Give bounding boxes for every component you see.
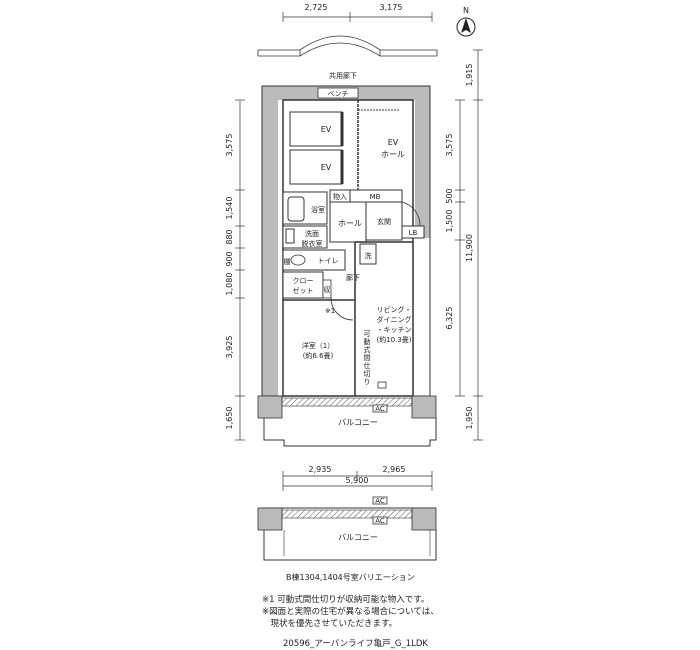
- right-inner-dimension-values: 3,575 500 1,500 6,325: [445, 134, 454, 330]
- note-line-1: ※1 可動式間仕切りが収納可能な物入です。: [262, 595, 430, 605]
- bottom-dim-total: 5,900: [346, 476, 369, 485]
- lb-label: LB: [409, 229, 418, 237]
- bench: [317, 87, 359, 99]
- elevator-1: [289, 111, 344, 147]
- toilet-icon: [290, 254, 306, 266]
- notes: ※1 可動式間仕切りが収納可能な物入です。 ※図面と実際の住宅が異なる場合につい…: [262, 594, 439, 630]
- svg-text:1,650: 1,650: [225, 407, 234, 430]
- note-mark: ※1: [325, 307, 335, 315]
- elevator-2-label: EV: [321, 163, 332, 172]
- variation-ac-top-label: AC: [375, 497, 385, 505]
- ev-hall-label-1: EV: [388, 138, 399, 147]
- bench-label: ベンチ: [328, 90, 349, 98]
- svg-text:1,540: 1,540: [225, 197, 234, 220]
- svg-text:880: 880: [225, 229, 234, 244]
- svg-text:切: 切: [364, 370, 371, 378]
- storage-label: 物入: [333, 192, 347, 201]
- left-dimension-values: 3,575 1,540 880 900 1,080 3,925 1,650: [225, 134, 234, 430]
- western-room-label-1: 洋室（1）: [302, 341, 334, 350]
- svg-text:動: 動: [364, 337, 371, 346]
- mb-label: MB: [370, 193, 381, 201]
- wash-label-1: 洗面: [305, 229, 319, 238]
- svg-text:3,575: 3,575: [445, 134, 454, 157]
- bottom-dim-1: 2,935: [309, 465, 332, 474]
- svg-text:間: 間: [364, 354, 371, 362]
- entrance-label: 玄関: [377, 217, 391, 226]
- wash-label-2: 脱衣室: [302, 239, 323, 248]
- svg-text:1,080: 1,080: [225, 273, 234, 296]
- north-compass-icon: N: [456, 6, 476, 37]
- svg-text:500: 500: [445, 188, 454, 203]
- variation-balcony-label: バルコニー: [338, 533, 378, 542]
- ldk-label-1: リビング・: [377, 305, 412, 314]
- movable-partition-label: 可 動 式 間 仕 切 り: [364, 330, 371, 386]
- right-outer-dimension-line: [473, 49, 483, 441]
- svg-text:可: 可: [364, 330, 371, 338]
- ldk-label-4: (約10.3畳): [376, 335, 411, 344]
- svg-text:1,915: 1,915: [465, 64, 474, 87]
- ldk-box: [401, 225, 425, 239]
- note-line-2: ※図面と実際の住宅が異なる場合については、: [262, 607, 439, 617]
- right-inner-dimension-line: [455, 99, 465, 397]
- note-line-3: 現状を優先させていただきます。: [262, 619, 398, 629]
- ac-label: AC: [375, 405, 385, 413]
- bath-label: 浴室: [311, 205, 325, 214]
- inner-corridor-label: 廊下: [346, 273, 360, 282]
- common-corridor-label: 共用廊下: [329, 71, 357, 80]
- outlet-icon: [377, 381, 387, 389]
- ldk-label-2: ダイニング: [377, 315, 412, 324]
- entrance-door-swing: [401, 201, 421, 227]
- bottom-dim-2: 2,965: [383, 465, 406, 474]
- svg-text:900: 900: [225, 251, 234, 266]
- entrance: [365, 201, 403, 241]
- svg-text:1,950: 1,950: [465, 407, 474, 430]
- balcony-label: バルコニー: [338, 418, 378, 427]
- left-dimension-line: [235, 99, 245, 441]
- elevator-2: [289, 149, 344, 185]
- ldk-label-3: ・キッチン: [377, 326, 412, 334]
- ac-unit-icon: [372, 404, 388, 413]
- toilet-label: トイレ: [318, 257, 339, 265]
- small-storage-label: 収: [324, 286, 331, 294]
- variation-balcony: [257, 496, 437, 561]
- elevator-1-label: EV: [321, 125, 332, 134]
- variation-caption: B棟1304,1404号室バリエーション: [286, 573, 415, 582]
- top-dimension-line: [282, 12, 433, 22]
- hall: [329, 201, 367, 243]
- compass-label: N: [463, 6, 469, 15]
- washroom: [282, 225, 328, 249]
- bottom-dimension-line: [282, 471, 433, 491]
- small-storage: [322, 279, 332, 299]
- closet: [282, 271, 324, 299]
- top-dim-2: 3,175: [380, 3, 403, 12]
- svg-text:仕: 仕: [364, 361, 371, 370]
- washer-label: 洗: [365, 251, 372, 260]
- hall-label: ホール: [338, 219, 362, 228]
- washer-space: [359, 243, 377, 265]
- svg-text:3,575: 3,575: [225, 134, 234, 157]
- bathroom: [282, 191, 328, 225]
- ev-hall-label-2: ホール: [381, 150, 405, 159]
- footer-id: 20596_アーバンライフ亀戸_G_1LDK: [283, 639, 428, 649]
- svg-text:11,900: 11,900: [465, 234, 474, 262]
- shelf-label: 棚: [284, 257, 291, 266]
- western-room-label-2: (約6.6畳): [303, 351, 334, 360]
- svg-text:式: 式: [364, 345, 371, 354]
- svg-text:り: り: [364, 378, 371, 386]
- closet-label-2: ゼット: [293, 286, 314, 295]
- svg-text:6,325: 6,325: [445, 307, 454, 330]
- variation-ac-label: AC: [375, 517, 385, 525]
- top-dim-1: 2,725: [305, 3, 328, 12]
- ldk-room: [354, 241, 414, 397]
- svg-text:1,500: 1,500: [445, 210, 454, 233]
- closet-label-1: クロー: [293, 277, 314, 285]
- entrance-canopy: [257, 35, 438, 57]
- balcony: [257, 395, 437, 447]
- right-outer-dimension-values: 1,915 11,900 1,950: [465, 64, 474, 430]
- svg-text:3,925: 3,925: [225, 336, 234, 359]
